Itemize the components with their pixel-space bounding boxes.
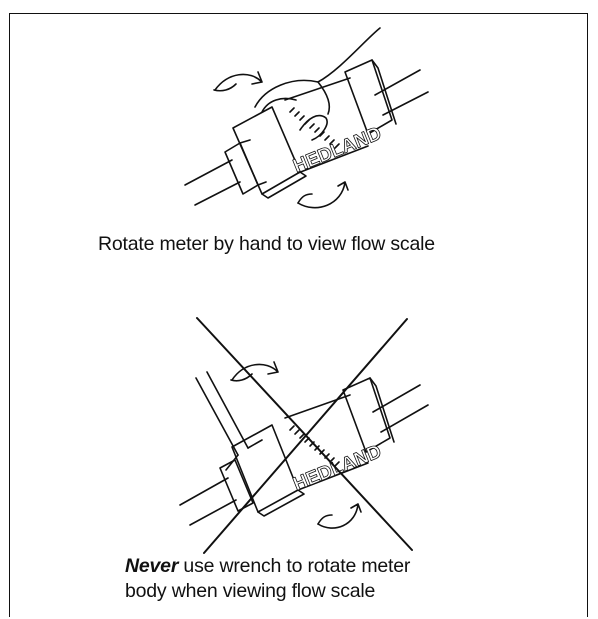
caption-line2: body when viewing flow scale	[125, 580, 376, 602]
caption-hand-rotate: Rotate meter by hand to view flow scale	[98, 233, 435, 255]
illustration-frame	[9, 13, 588, 617]
rotate-arrow-icon	[231, 361, 279, 381]
meter-bottom	[179, 371, 429, 526]
prohibited-cross-icon	[196, 317, 413, 554]
rotate-arrow-icon	[297, 181, 349, 209]
rotate-arrow-icon	[317, 503, 362, 529]
caption-wrench-warning: Never use wrench to rotate meter body wh…	[125, 554, 410, 604]
caption-emphasis: Never	[125, 555, 179, 577]
rotate-arrow-icon	[214, 71, 263, 91]
meter-top	[184, 27, 429, 206]
caption-rest: use wrench to rotate meter	[178, 555, 411, 577]
wrench-illustration	[195, 377, 239, 456]
brand-label-top: HEDLAND	[290, 123, 384, 177]
